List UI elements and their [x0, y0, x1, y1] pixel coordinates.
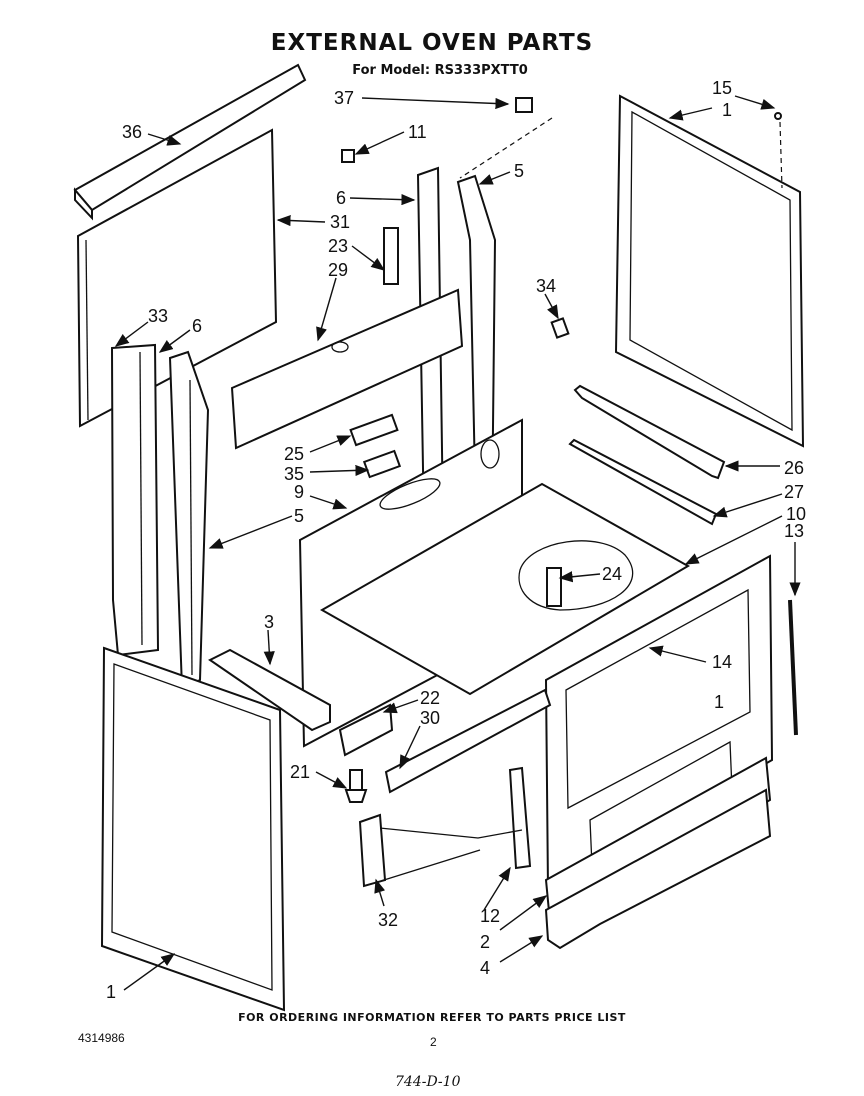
callout-11: 11 [408, 122, 427, 142]
callout-6-left: 6 [192, 316, 202, 336]
part-34-plug [550, 317, 570, 339]
callout-3: 3 [264, 612, 274, 632]
part-23-strip [383, 227, 399, 285]
callout-31: 31 [330, 212, 350, 232]
page-number: 2 [430, 1035, 437, 1049]
part-26-rail [573, 384, 726, 480]
ordering-note: FOR ORDERING INFORMATION REFER TO PARTS … [238, 1011, 626, 1024]
leader-lines [114, 95, 801, 991]
callout-6-center: 6 [336, 188, 346, 208]
part-1-right-frame [614, 94, 805, 448]
callout-29: 29 [328, 260, 348, 280]
callout-21: 21 [290, 762, 310, 782]
part-5-left-upright [168, 350, 210, 690]
part-4-base [544, 788, 772, 950]
callout-9: 9 [294, 482, 304, 502]
callout-5-lower: 5 [294, 506, 304, 526]
callout-33: 33 [148, 306, 168, 326]
callout-10: 10 [786, 504, 806, 524]
part-1-door-panel [100, 646, 286, 1012]
callout-24: 24 [602, 564, 622, 584]
callout-36: 36 [122, 122, 142, 142]
callout-1-bottom: 1 [106, 982, 116, 1002]
part-22-clip [338, 703, 394, 757]
part-35-bracket [362, 449, 402, 479]
part-13-strip [788, 599, 798, 736]
part-21-leveler [344, 769, 368, 803]
part-10-oven-bottom [319, 482, 691, 696]
diagram-title: EXTERNAL OVEN PARTS [270, 30, 594, 56]
callout-22: 22 [420, 688, 440, 708]
callout-34: 34 [536, 276, 556, 296]
part-15-screw [774, 112, 782, 120]
handwritten-code: 744-D-10 [395, 1074, 461, 1090]
part-30-angle [384, 688, 552, 794]
callout-27: 27 [784, 482, 804, 502]
part-29-support-panel [230, 288, 464, 450]
callout-5-upper: 5 [514, 161, 524, 181]
callout-1-right: 1 [714, 692, 724, 712]
callout-32: 32 [378, 910, 398, 930]
part-36-top-trim [73, 63, 307, 221]
callout-35: 35 [284, 464, 304, 484]
callout-13: 13 [784, 521, 804, 541]
part-11-clip [341, 149, 355, 163]
callout-23: 23 [328, 236, 348, 256]
part-25-bracket [349, 413, 399, 447]
callout-15: 15 [712, 78, 732, 98]
callout-labels: 1 1 1 12 2 3 4 5 5 6 6 9 10 11 13 14 15 … [106, 78, 806, 1002]
callout-14: 14 [712, 652, 732, 672]
callout-12: 12 [480, 906, 500, 926]
part-32-bracket [358, 813, 387, 888]
callout-4: 4 [480, 958, 490, 978]
callout-2: 2 [480, 932, 490, 952]
callout-30: 30 [420, 708, 440, 728]
part-6-left-upright [110, 343, 160, 657]
document-number: 4314986 [78, 1031, 125, 1045]
model-subtitle: For Model: RS333PXTT0 [352, 63, 528, 78]
part-3-rail [208, 648, 331, 732]
callout-37: 37 [334, 88, 354, 108]
callout-1-top: 1 [722, 100, 732, 120]
part-37-clip [515, 97, 533, 113]
callout-26: 26 [784, 458, 804, 478]
callout-25: 25 [284, 444, 304, 464]
part-12-bracket [508, 766, 532, 870]
